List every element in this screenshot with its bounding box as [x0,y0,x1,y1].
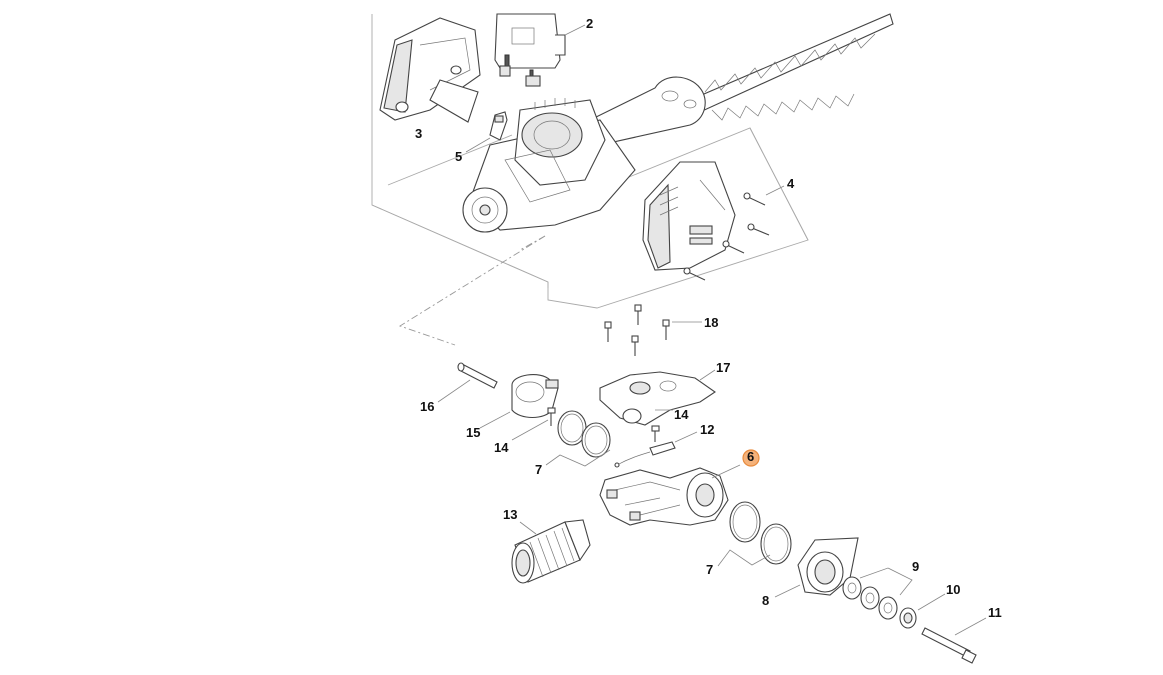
callout-5[interactable]: 5 [455,149,462,164]
part-17-upper-clamp [599,369,716,426]
callout-10[interactable]: 10 [946,582,960,597]
callout-12[interactable]: 12 [700,422,714,437]
callout-8[interactable]: 8 [762,593,769,608]
hedge-trimmer-body [462,13,894,233]
callout-16[interactable]: 16 [420,399,434,414]
callout-4[interactable]: 4 [787,176,795,191]
callout-11[interactable]: 11 [988,605,1002,620]
callout-14-left[interactable]: 14 [494,440,509,455]
part-10-washer [899,593,946,629]
part-2-control-module [494,13,586,87]
part-6-gear-housing [599,464,741,526]
part-5-switch [465,111,508,153]
part-7-snap-rings-upper [545,410,611,467]
part-11-bolt [921,617,987,664]
callout-17[interactable]: 17 [716,360,730,375]
part-9-washers [842,567,913,620]
part-4-screws [683,185,785,281]
front-handle [589,76,706,146]
callout-labels: 2 3 4 5 6 7 7 8 9 10 11 12 13 14 14 15 1… [415,16,1002,620]
part-15-collar [479,374,559,429]
part-6-highlight-marker[interactable] [742,449,760,467]
part-8-bearing-cover [774,537,859,598]
part-13-sleeve [511,519,591,584]
callout-13[interactable]: 13 [503,507,517,522]
callout-14-right[interactable]: 14 [674,407,689,422]
part-16-pin [437,362,498,403]
callout-7-upper[interactable]: 7 [535,462,542,477]
part-12-wire [614,425,698,468]
callout-6[interactable]: 6 [747,449,754,464]
motor-housing [462,98,636,233]
callout-2[interactable]: 2 [586,16,593,31]
part-18-screws [604,304,702,356]
part-3-left-cover [379,17,481,123]
part-14-screws [511,407,673,441]
callout-9[interactable]: 9 [912,559,919,574]
assembly-frames [371,14,809,346]
callout-15[interactable]: 15 [466,425,480,440]
part-4-right-cover [642,161,736,271]
cutting-blade [689,13,894,121]
callout-18[interactable]: 18 [704,315,718,330]
callout-3[interactable]: 3 [415,126,422,141]
callout-7-lower[interactable]: 7 [706,562,713,577]
part-7-snap-rings-lower [717,501,792,567]
